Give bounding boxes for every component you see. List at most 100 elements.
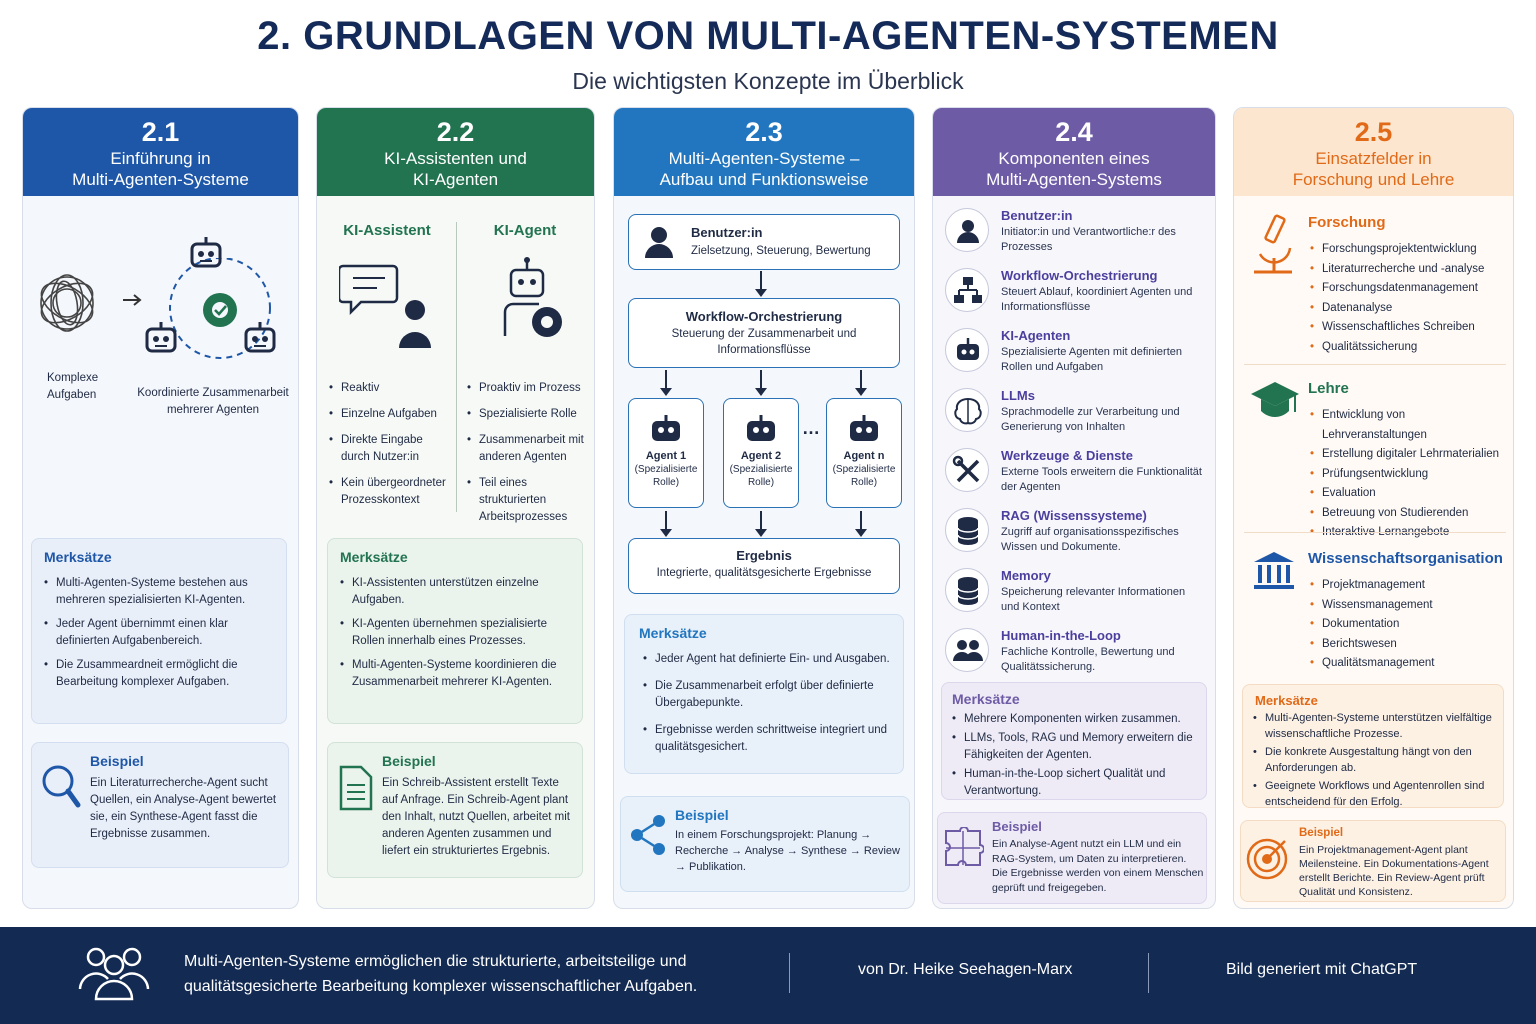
section-number: 2.4 bbox=[1055, 117, 1093, 147]
beispiel-text: Ein Literaturrecherche-Agent sucht Quell… bbox=[90, 777, 277, 840]
user-desc: Zielsetzung, Steuerung, Bewertung bbox=[691, 245, 871, 257]
merksaetze-box: Merksätze Mehrere Komponenten wirken zus… bbox=[941, 682, 1207, 800]
merksaetze-box: Merksätze KI-Assistenten unterstützen ei… bbox=[327, 538, 583, 724]
list-item: Projektmanagement bbox=[1310, 576, 1435, 596]
flow-arrow bbox=[855, 511, 867, 537]
section-title-line2: KI-Agenten bbox=[412, 170, 499, 189]
people-icon bbox=[78, 947, 150, 1001]
beispiel-box: Beispiel Ein Schreib-Assistent erstellt … bbox=[327, 742, 583, 878]
beispiel-box: Beispiel Ein Analyse-Agent nutzt ein LLM… bbox=[937, 812, 1207, 904]
section-title-line1: Einsatzfelder in bbox=[1315, 149, 1432, 168]
cycle-ring bbox=[169, 258, 271, 359]
user-icon bbox=[945, 208, 989, 252]
flow-arrow bbox=[755, 271, 767, 297]
page-subtitle: Die wichtigsten Konzepte im Überblick bbox=[572, 68, 964, 94]
list-item: Reaktiv bbox=[329, 380, 453, 397]
column-header: 2.2 KI-Assistenten und KI-Agenten bbox=[317, 108, 594, 196]
user-node: Benutzer:in Zielsetzung, Steuerung, Bewe… bbox=[628, 214, 900, 270]
section-list: Forschungsprojektentwicklung Literaturre… bbox=[1310, 240, 1484, 357]
user-icon bbox=[645, 227, 673, 258]
list-item: Dokumentation bbox=[1310, 615, 1435, 635]
list-item: Multi-Agenten-Systeme koordinieren die Z… bbox=[340, 657, 572, 691]
section-number: 2.3 bbox=[745, 117, 783, 147]
list-item: Zusammenarbeit mit anderen Agenten bbox=[467, 432, 593, 466]
list-item: Erstellung digitaler Lehrmaterialien bbox=[1310, 445, 1506, 465]
list-item: Teil eines strukturierten Arbeitsprozess… bbox=[467, 475, 593, 526]
footer: Multi-Agenten-Systeme ermöglichen die st… bbox=[0, 927, 1536, 1024]
list-item: KI-Agenten übernehmen spezialisierte Rol… bbox=[340, 616, 572, 650]
list-item: Multi-Agenten-Systeme unterstützen vielf… bbox=[1253, 710, 1495, 742]
robot-gear-icon bbox=[503, 257, 562, 337]
flow-arrow bbox=[755, 370, 767, 396]
beispiel-title: Beispiel bbox=[1299, 827, 1344, 839]
list-item: Proaktiv im Prozess bbox=[467, 380, 593, 397]
flow-arrow bbox=[755, 511, 767, 537]
result-title: Ergebnis bbox=[736, 548, 792, 563]
robot-icon bbox=[945, 328, 989, 372]
agent-role: (Spezialisierte Rolle) bbox=[832, 464, 896, 488]
component-desc: Sprachmodelle zur Verarbeitung und Gener… bbox=[1001, 406, 1180, 433]
list-item: Evaluation bbox=[1310, 484, 1506, 504]
agent-ellipsis: … bbox=[802, 418, 820, 438]
column-2-5: 2.5 Einsatzfelder in Forschung und Lehre… bbox=[1233, 107, 1514, 909]
merksaetze-title: Merksätze bbox=[1255, 693, 1318, 708]
section-forschung: Forschung Forschungsprojektentwicklung L… bbox=[1246, 214, 1506, 357]
column-header: 2.4 Komponenten eines Multi-Agenten-Syst… bbox=[933, 108, 1215, 196]
divider bbox=[456, 222, 457, 512]
component-item: RAG (Wissenssysteme)Zugriff auf organisa… bbox=[945, 508, 1205, 566]
list-item: LLMs, Tools, RAG und Memory erweitern di… bbox=[952, 730, 1196, 764]
section-list: Projektmanagement Wissensmanagement Doku… bbox=[1310, 576, 1435, 674]
column-2-2: 2.2 KI-Assistenten und KI-Agenten KI-Ass… bbox=[316, 107, 595, 909]
list-item: Geeignete Workflows und Agentenrollen si… bbox=[1253, 778, 1495, 810]
footer-generated: Bild generiert mit ChatGPT bbox=[1226, 961, 1418, 978]
component-name: KI-Agenten bbox=[1001, 328, 1071, 343]
list-item: Betreuung von Studierenden bbox=[1310, 504, 1506, 524]
beispiel-text: In einem Forschungsprojekt: Planung → Re… bbox=[675, 829, 900, 873]
user-title: Benutzer:in bbox=[691, 225, 763, 240]
column-2-4: 2.4 Komponenten eines Multi-Agenten-Syst… bbox=[932, 107, 1216, 909]
robot-icon bbox=[747, 415, 775, 441]
share-icon bbox=[631, 815, 665, 855]
beispiel-box: Beispiel Ein Projektmanagement-Agent pla… bbox=[1240, 820, 1506, 902]
section-title: Forschung bbox=[1308, 214, 1386, 231]
agent-node: Agent n (Spezialisierte Rolle) bbox=[826, 398, 902, 508]
agent-heading: KI-Agent bbox=[493, 222, 557, 239]
list-item: Wissenschaftliches Schreiben bbox=[1310, 318, 1484, 338]
section-title-line1: Einführung in bbox=[110, 149, 211, 168]
list-item: Jeder Agent hat definierte Ein- und Ausg… bbox=[643, 651, 891, 668]
list-item: Human-in-the-Loop sichert Qualität und V… bbox=[952, 766, 1196, 800]
list-item: Datenanalyse bbox=[1310, 299, 1484, 319]
section-title: Wissenschaftsorganisation bbox=[1308, 550, 1503, 567]
merksaetze-box: Merksätze Multi-Agenten-Systeme unterstü… bbox=[1242, 684, 1504, 808]
result-node: Ergebnis Integrierte, qualitätsgesichert… bbox=[628, 538, 900, 594]
column-header: 2.5 Einsatzfelder in Forschung und Lehre bbox=[1234, 108, 1513, 196]
workflow-node: Workflow-Orchestrierung Steuerung der Zu… bbox=[628, 298, 900, 368]
column-header: 2.3 Multi-Agenten-Systeme – Aufbau und F… bbox=[614, 108, 914, 196]
component-name: Memory bbox=[1001, 568, 1051, 583]
institution-icon bbox=[1254, 552, 1294, 589]
merksaetze-list: Multi-Agenten-Systeme bestehen aus mehre… bbox=[32, 571, 286, 691]
assistant-list: Reaktiv Einzelne Aufgaben Direkte Eingab… bbox=[329, 380, 453, 516]
workflow-title: Workflow-Orchestrierung bbox=[685, 309, 843, 324]
component-name: Benutzer:in bbox=[1001, 208, 1073, 223]
divider bbox=[1244, 532, 1506, 533]
beispiel-title: Beispiel bbox=[992, 819, 1042, 834]
robot-icon bbox=[244, 322, 276, 353]
document-icon bbox=[339, 765, 373, 811]
component-name: Human-in-the-Loop bbox=[1001, 628, 1121, 643]
footer-text: Multi-Agenten-Systeme ermöglichen die st… bbox=[184, 953, 698, 995]
section-wissenschaftsorganisation: Wissenschaftsorganisation Projektmanagem… bbox=[1246, 550, 1506, 673]
list-item: Qualitätssicherung bbox=[1310, 338, 1484, 358]
agent-node: Agent 2 (Spezialisierte Rolle) bbox=[723, 398, 799, 508]
beispiel-box: Beispiel Ein Literaturrecherche-Agent su… bbox=[31, 742, 289, 868]
list-item: Die Zusammenarbeit erfolgt über definier… bbox=[643, 678, 891, 712]
component-name: LLMs bbox=[1001, 388, 1035, 403]
chat-user-icon bbox=[339, 264, 431, 348]
tangle-icon bbox=[40, 274, 94, 332]
assistant-heading: KI-Assistent bbox=[343, 222, 431, 239]
